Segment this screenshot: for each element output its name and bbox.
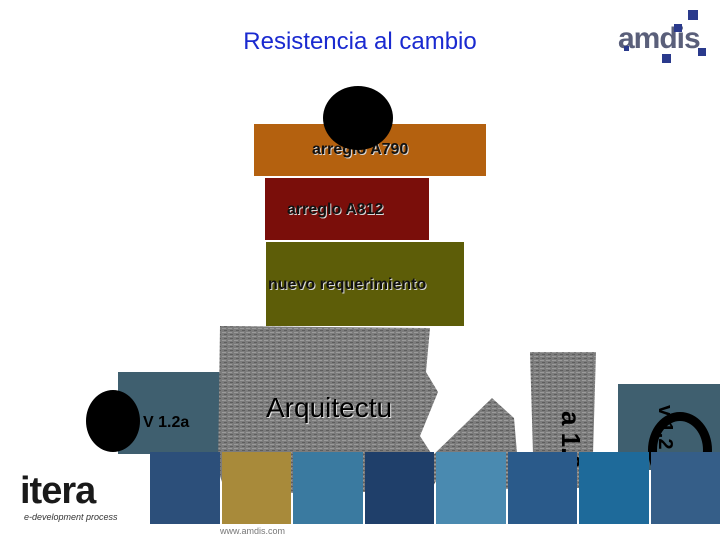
- itera-tagline: e-development process: [24, 512, 118, 522]
- logo-square: [624, 46, 629, 51]
- strip-tile: [579, 452, 649, 524]
- itera-logo: itera e-development process: [20, 470, 150, 524]
- version-label-left: V 1.2a: [143, 414, 190, 431]
- amdis-logo-text: amdis: [618, 22, 701, 55]
- strip-tile: [436, 452, 506, 524]
- black-circle-left: [86, 390, 140, 452]
- itera-logo-text: itera: [20, 470, 96, 512]
- logo-square: [698, 48, 706, 56]
- logo-square: [674, 24, 682, 32]
- strip-tile: [650, 452, 720, 524]
- page-title: Resistencia al cambio: [243, 28, 477, 55]
- black-circle-top: [323, 86, 393, 150]
- strip-tile: [507, 452, 577, 524]
- stone-label: Arquitectu: [266, 392, 393, 423]
- strip-tile: [293, 452, 363, 524]
- strip-tile: [364, 452, 434, 524]
- footer-url: www.amdis.com: [220, 526, 286, 536]
- block-nuevo-requerimiento: nuevo requerimiento: [266, 242, 464, 326]
- block-arreglo-a812: arreglo A812: [265, 178, 429, 240]
- logo-square: [688, 10, 698, 20]
- logo-square: [662, 54, 671, 63]
- strip-tile: [150, 452, 220, 524]
- strip-tile: [221, 452, 291, 524]
- block-label: nuevo requerimiento: [268, 276, 427, 293]
- block-label: arreglo A812: [287, 201, 384, 218]
- image-strip: [150, 452, 720, 524]
- amdis-logo: amdis: [612, 8, 708, 64]
